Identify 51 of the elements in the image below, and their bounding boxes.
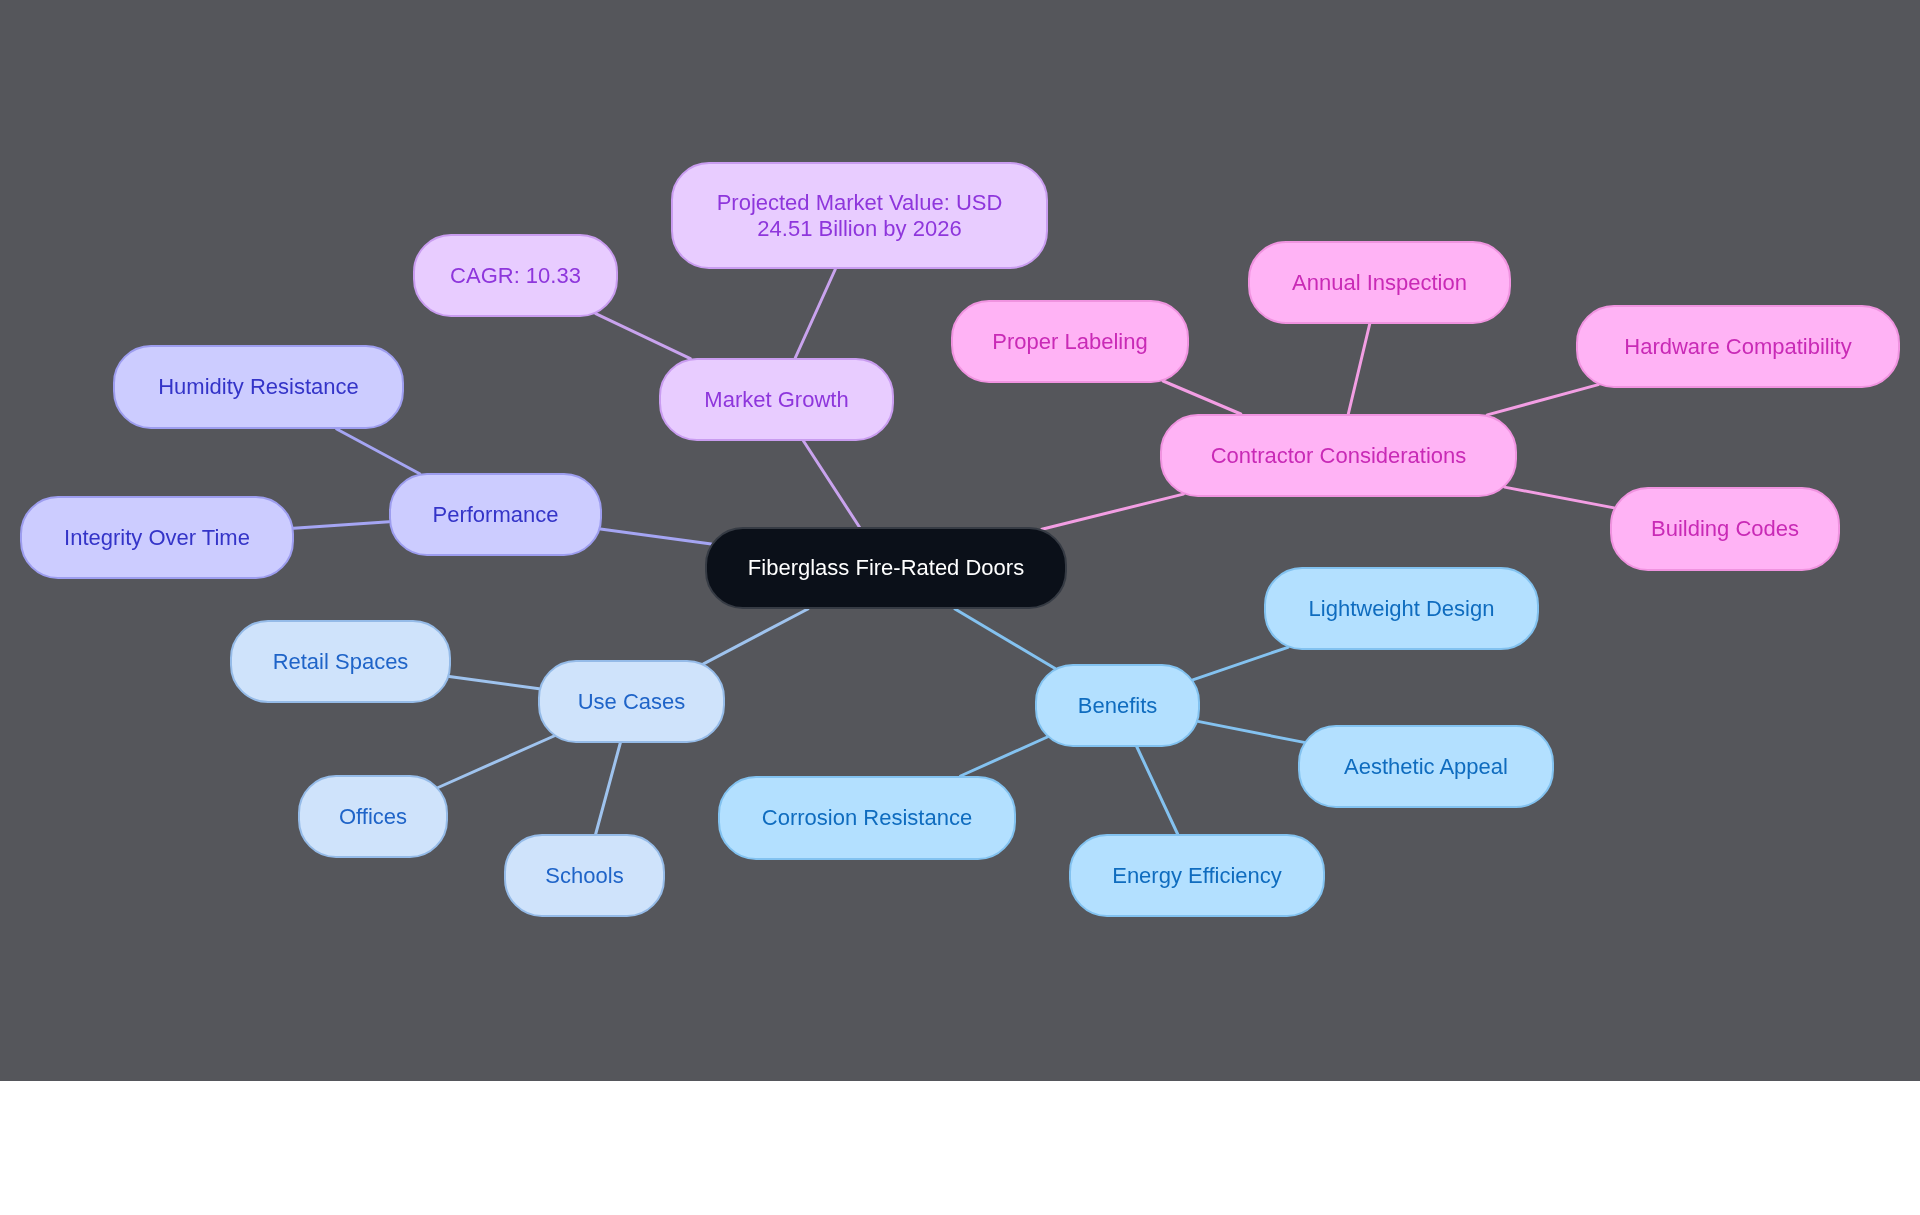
branch-topic-node [538,660,725,743]
subtopic-node [1298,725,1554,808]
node-label: Corrosion Resistance [761,805,973,831]
connector-line [1135,745,1180,836]
branch-topic-node [1035,664,1200,747]
central-topic-node [705,527,1067,609]
connector-line [959,735,1049,778]
subtopic-node [113,345,404,429]
connector-line [793,267,837,360]
connector-line [1161,379,1243,416]
branch-topic-node [1160,414,1517,497]
connector-line [1346,322,1372,416]
connector-line [1503,485,1616,510]
node-label: Offices [338,803,408,830]
node-label: Fiberglass Fire-Rated Doors [747,555,1025,581]
node-label: Projected Market Value: USD 24.51 Billion by 2026 [715,190,1004,241]
connector-line [594,741,622,836]
subtopic-node [1610,487,1840,571]
node-label: Building Codes [1651,516,1799,542]
node-label: Integrity Over Time [64,524,250,551]
connector-line [447,674,541,691]
subtopic-node [671,162,1048,269]
connector-line [335,427,422,476]
node-label: CAGR: 10.33 [450,262,581,289]
connector-line [1191,645,1290,682]
subtopic-node [298,775,448,858]
node-label: Annual Inspection [1292,269,1467,296]
node-label: Hardware Compatibility [1624,333,1852,360]
node-label: Aesthetic Appeal [1344,753,1508,780]
connector-line [702,607,810,666]
node-label: Retail Spaces [272,648,409,675]
node-label: Proper Labeling [992,328,1148,355]
connector-line [1040,492,1185,531]
node-label: Schools [545,862,624,889]
node-label: Energy Efficiency [1112,862,1282,889]
node-label: Benefits [1077,692,1158,719]
node-label: Performance [432,501,559,528]
connector-line [802,439,861,529]
connector-line [1485,383,1600,417]
connector-line [953,607,1057,670]
node-label: Contractor Considerations [1210,442,1467,469]
connector-line [598,527,713,546]
node-label: Lightweight Design [1308,595,1495,622]
connector-line [594,312,692,361]
node-label: Use Cases [577,688,686,715]
connector-line [292,520,391,530]
subtopic-node [718,776,1016,860]
node-label: Humidity Resistance [158,374,359,400]
connector-line [436,734,556,789]
connector-line [1196,719,1306,744]
node-label: Market Growth [704,386,849,413]
